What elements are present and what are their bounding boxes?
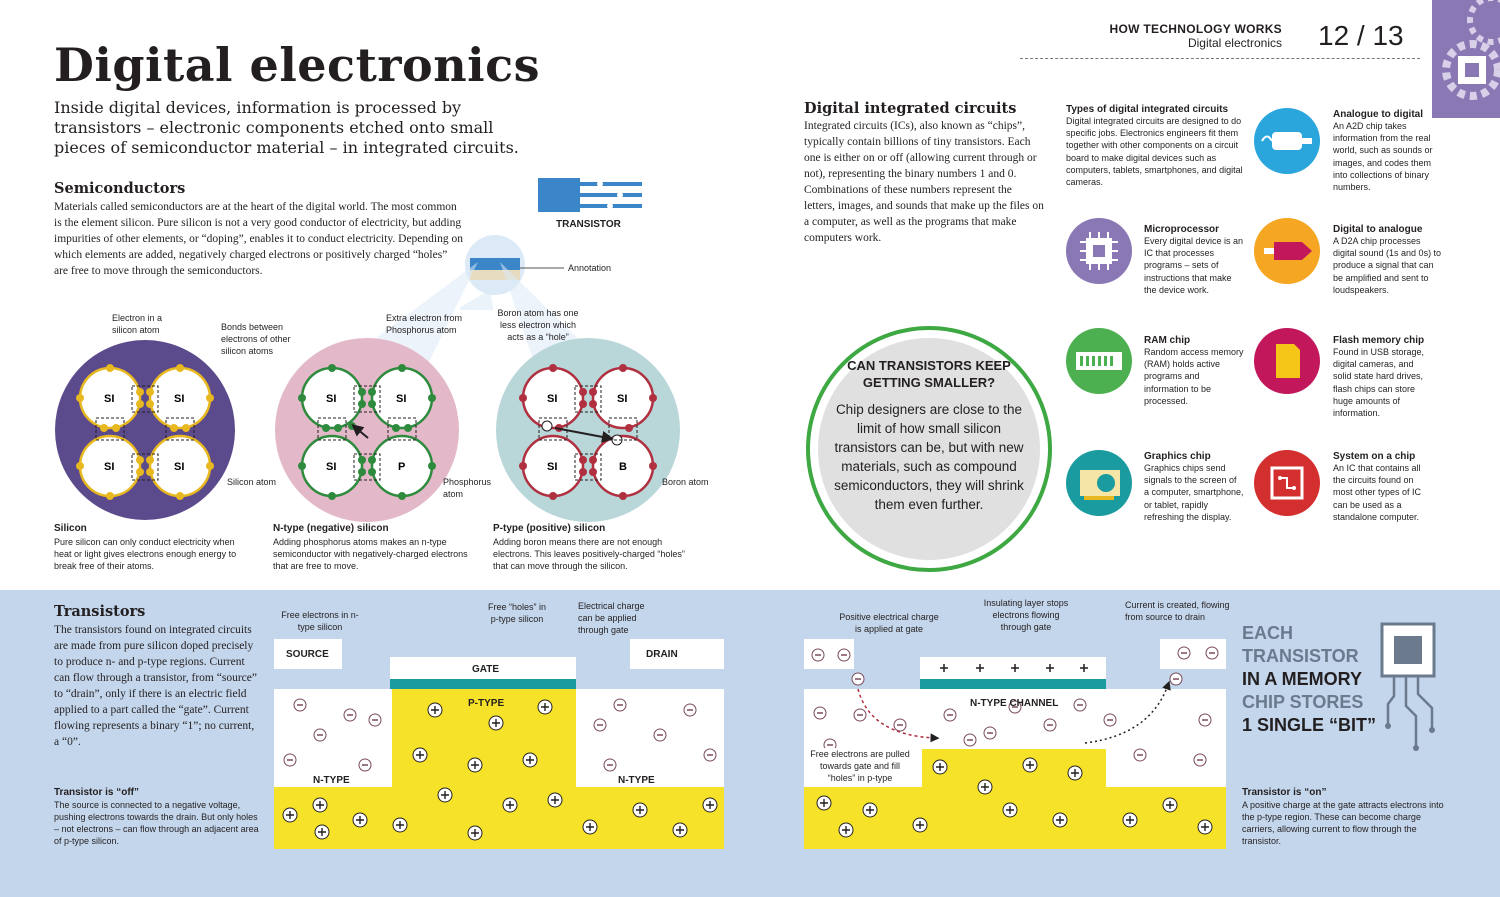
label-boron-hole: Boron atom has one less electron which a… (497, 308, 579, 342)
item-ram-title: RAM chip (1144, 335, 1191, 346)
bit-line-4: CHIP STORES (1242, 692, 1364, 712)
label-positive-charge: Positive electrical charge is applied at… (839, 612, 939, 634)
callout-disc (818, 338, 1040, 560)
bit-line-3: IN A MEMORY (1242, 669, 1362, 689)
semiconductors-body: Materials called semiconductors are at t… (54, 201, 463, 277)
semiconductors-heading: Semiconductors (54, 180, 186, 197)
on-text: A positive charge at the gate attracts e… (1242, 800, 1444, 846)
types-body: Digital integrated circuits are designed… (1066, 116, 1243, 188)
caption-ptype-text: Adding boron means there are not enough … (493, 537, 685, 571)
header-divider (1020, 58, 1420, 59)
ntype-right-label: N-TYPE (618, 775, 655, 786)
label-phosphorus-atom: Phosphorus atom (443, 477, 492, 499)
ics-heading: Digital integrated circuits (804, 100, 1017, 117)
bit-line-1: EACH (1242, 623, 1294, 643)
drain-label: DRAIN (646, 649, 678, 660)
caption-silicon-text: Pure silicon can only conduct electricit… (54, 537, 237, 571)
svg-text:SI: SI (547, 461, 557, 473)
page-title: Digital electronics (54, 38, 541, 92)
cpu-icon (1066, 218, 1132, 284)
item-a2d-text: An A2D chip takes information from the r… (1333, 121, 1433, 193)
bit-line-2: TRANSISTOR (1242, 646, 1359, 666)
bit-line-5: 1 SINGLE “BIT” (1242, 715, 1377, 735)
item-microprocessor-title: Microprocessor (1144, 224, 1220, 235)
caption-silicon-title: Silicon (54, 523, 87, 534)
item-ram-text: Random access memory (RAM) holds active … (1144, 347, 1244, 406)
atom-diagrams: SI SI SI SI SI SI SI P SI SI SI B (55, 338, 680, 522)
label-current-created: Current is created, flowing from source … (1125, 600, 1230, 622)
graphics-card-icon (1066, 450, 1132, 516)
digital-to-wave-icon (1254, 218, 1320, 284)
nchannel-label: N-TYPE CHANNEL (970, 698, 1059, 709)
item-soc-text: An IC that contains all the circuits fou… (1333, 463, 1422, 522)
transistor-label: TRANSISTOR (556, 219, 621, 230)
transistors-body: The transistors found on integrated circ… (54, 624, 257, 748)
sd-card-icon (1254, 328, 1320, 394)
transistors-band (0, 590, 1500, 897)
svg-text:SI: SI (104, 461, 114, 473)
svg-text:P: P (398, 461, 405, 473)
gate-label: GATE (472, 664, 500, 675)
svg-text:B: B (619, 461, 627, 473)
chip-circuit-icon (1380, 622, 1436, 751)
svg-text:SI: SI (174, 461, 184, 473)
subsection-label: Digital electronics (1187, 36, 1282, 50)
caption-ntype-title: N-type (negative) silicon (273, 523, 389, 534)
label-pulled: Free electrons are pulled towards gate a… (808, 748, 912, 784)
label-free-electrons: Free electrons in n-type silicon (281, 610, 359, 632)
ptype-label: P-TYPE (468, 698, 505, 709)
label-charge-gate: Electrical charge can be applied through… (578, 601, 645, 635)
label-insulating: Insulating layer stops electrons flowing… (983, 598, 1069, 632)
page-number: 12 / 13 (1318, 20, 1404, 51)
on-title: Transistor is “on” (1242, 787, 1327, 798)
svg-text:SI: SI (547, 393, 557, 405)
bit-callout: EACH TRANSISTOR IN A MEMORY CHIP STORES … (1242, 622, 1376, 737)
ntype-left-label: N-TYPE (313, 775, 350, 786)
svg-text:SI: SI (326, 461, 336, 473)
source-label: SOURCE (286, 649, 329, 660)
item-graphics-text: Graphics chips send signals to the scree… (1144, 463, 1244, 522)
label-silicon-atom: Silicon atom (227, 477, 277, 487)
item-soc-title: System on a chip (1333, 451, 1416, 462)
item-graphics-title: Graphics chip (1144, 451, 1211, 462)
callout-title: CAN TRANSISTORS KEEP GETTING SMALLER? (847, 358, 1011, 390)
item-a2d-title: Analogue to digital (1333, 109, 1423, 120)
types-heading: Types of digital integrated circuits (1066, 104, 1229, 115)
wave-to-digital-icon (1254, 108, 1320, 174)
transistors-heading: Transistors (54, 603, 146, 620)
transistor-off-diagram (274, 639, 724, 849)
section-label: HOW TECHNOLOGY WORKS (1109, 22, 1282, 36)
label-free-holes: Free “holes” in p-type silicon (487, 602, 547, 624)
item-flash-text: Found in USB storage, digital cameras, a… (1333, 347, 1425, 419)
label-extra-electron: Extra electron from Phosphorus atom (386, 313, 463, 335)
caption-ntype-text: Adding phosphorus atoms makes an n-type … (273, 537, 468, 571)
transistor-on-diagram (804, 639, 1226, 849)
item-d2a-title: Digital to analogue (1333, 224, 1423, 235)
intro-text: Inside digital devices, information is p… (54, 98, 519, 157)
label-bonds: Bonds between electrons of other silicon… (221, 322, 291, 356)
item-d2a-text: A D2A chip processes digital sound (1s a… (1333, 236, 1442, 295)
callout-text: Chip designers are close to the limit of… (834, 402, 1024, 512)
svg-text:SI: SI (617, 393, 627, 405)
label-electron-in-atom: Electron in a silicon atom (112, 313, 163, 335)
off-text: The source is connected to a negative vo… (54, 800, 259, 846)
corner-chip-icon (1432, 0, 1500, 118)
system-chip-icon (1254, 450, 1320, 516)
item-microprocessor-text: Every digital device is an IC that proce… (1144, 236, 1244, 295)
ram-icon (1066, 328, 1132, 394)
label-boron-atom: Boron atom (662, 477, 709, 487)
svg-text:SI: SI (174, 393, 184, 405)
svg-text:SI: SI (326, 393, 336, 405)
item-flash-title: Flash memory chip (1333, 335, 1425, 346)
svg-text:SI: SI (104, 393, 114, 405)
off-title: Transistor is “off” (54, 787, 140, 798)
ics-body: Integrated circuits (ICs), also known as… (804, 120, 1044, 244)
caption-ptype-title: P-type (positive) silicon (493, 523, 606, 534)
annotation-label: Annotation (568, 263, 612, 273)
svg-text:SI: SI (396, 393, 406, 405)
